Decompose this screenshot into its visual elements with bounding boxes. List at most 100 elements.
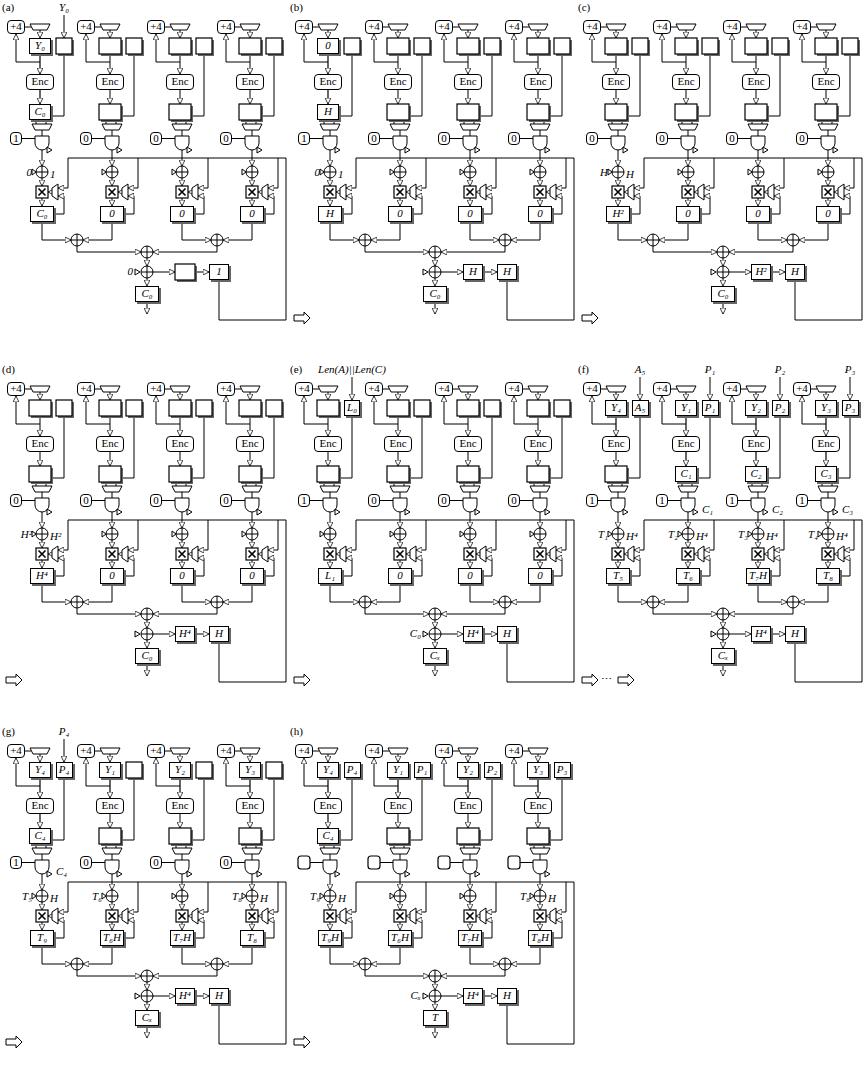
multiplexer — [480, 546, 486, 562]
multiplexer — [340, 184, 346, 200]
constant-box: 1 — [586, 494, 598, 507]
constant-box — [438, 856, 450, 869]
multiplexer — [242, 486, 262, 492]
constant-box: 0 — [220, 494, 232, 507]
symbols-group — [6, 24, 860, 1048]
wire — [729, 272, 751, 273]
input-triangle — [711, 269, 716, 275]
xor-input-label: T₃ — [738, 528, 748, 541]
wire — [398, 392, 399, 400]
wire — [40, 416, 41, 436]
wire — [470, 854, 471, 860]
step-arrow — [582, 674, 598, 686]
continuation-dots: ⋯ — [601, 673, 612, 686]
multiplier-symbol — [537, 189, 544, 196]
increment-box: +4 — [217, 744, 235, 758]
wire — [250, 416, 251, 436]
multiplier-symbol — [612, 186, 624, 198]
wire — [58, 882, 68, 912]
xor-symbol — [717, 266, 729, 278]
wire — [538, 814, 539, 828]
node-text: Enc — [101, 75, 118, 87]
wire — [110, 754, 111, 762]
multiplier-register: 0 — [240, 568, 264, 584]
node-text: H — [215, 627, 223, 639]
node-text: Enc — [171, 75, 188, 87]
wire — [310, 500, 323, 501]
wire — [826, 30, 827, 38]
increment-box: +4 — [295, 20, 313, 34]
node-text: +4 — [726, 382, 738, 394]
cipher-register — [527, 466, 549, 482]
multiplier-symbol — [394, 910, 406, 922]
wire — [147, 664, 148, 676]
xor-input-label: T₂ — [668, 528, 678, 541]
node-text: Cₓ — [430, 649, 440, 661]
xor-symbol — [106, 166, 118, 178]
input-register — [554, 38, 570, 54]
multiplier-input-label: H⁴ — [626, 530, 638, 543]
encryption-block: Enc — [384, 74, 412, 90]
node-text: 0 — [179, 569, 185, 581]
increment-box: +4 — [435, 744, 453, 758]
node-text: C₀ — [717, 287, 728, 299]
wire — [330, 178, 331, 186]
hash-key-register: H — [497, 264, 517, 280]
cipher-register — [239, 466, 261, 482]
wire — [346, 158, 356, 188]
multiplier-symbol — [246, 548, 258, 560]
wire — [182, 902, 183, 910]
wire — [252, 854, 253, 860]
output-triangle — [187, 509, 192, 515]
wire — [476, 192, 480, 193]
output-triangle — [763, 509, 768, 515]
wire — [468, 754, 469, 762]
input-signal-label: P₃ — [845, 363, 856, 376]
multiplexer — [550, 908, 556, 924]
wire — [400, 560, 401, 568]
xor-symbol — [394, 528, 406, 540]
increment-box: +4 — [653, 20, 671, 34]
wire — [453, 389, 459, 390]
connector — [755, 416, 756, 436]
counter-register — [29, 400, 51, 416]
multiplexer — [608, 486, 628, 492]
xor-input-label: 0 — [128, 265, 134, 278]
xor-symbol — [71, 958, 83, 970]
node-text: +4 — [80, 382, 92, 394]
input-register — [344, 38, 360, 54]
cipher-register: C₄ — [29, 828, 51, 844]
xor-symbol — [534, 166, 546, 178]
node-text: +4 — [508, 382, 520, 394]
node-text: H — [324, 105, 332, 117]
cipher-register: C₃ — [815, 466, 837, 482]
wire — [180, 416, 181, 436]
node-text: 0 — [223, 856, 229, 868]
input-register — [414, 38, 430, 54]
node-text: Y₃ — [245, 763, 255, 775]
counter-register: Y₂ — [745, 400, 767, 416]
wire — [741, 389, 747, 390]
node-text: 0 — [441, 132, 447, 144]
node-text: T₈H — [531, 931, 549, 943]
wire — [400, 178, 401, 186]
counter-register: 0 — [317, 38, 339, 54]
wire — [77, 608, 141, 614]
multiplier-symbol — [752, 548, 764, 560]
node-text: Y₁ — [393, 763, 403, 775]
multiplexer — [676, 386, 696, 392]
xor-symbol — [499, 958, 511, 970]
node-text: 0 — [371, 494, 377, 506]
wire — [188, 916, 192, 917]
xor-symbol — [647, 234, 659, 246]
node-text: T₅ — [613, 569, 623, 581]
step-arrow — [6, 1036, 22, 1048]
multiplier-symbol — [534, 186, 546, 198]
wire — [520, 138, 533, 139]
panel-label: (g) — [2, 725, 15, 738]
counter-register — [239, 400, 261, 416]
xor-symbol — [464, 890, 476, 902]
wire — [618, 540, 619, 548]
multiplier-input-label: H — [260, 892, 268, 905]
wire — [165, 27, 171, 28]
